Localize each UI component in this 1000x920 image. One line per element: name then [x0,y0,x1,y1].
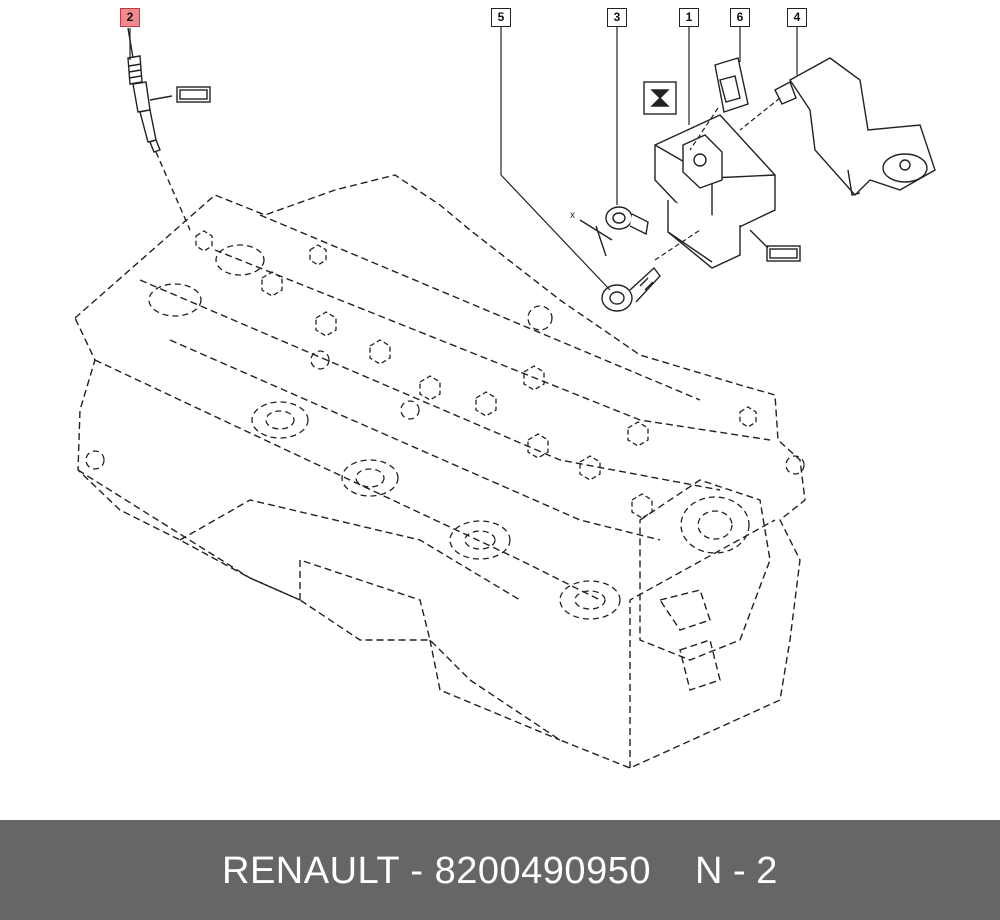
part-title: RENAULT - 8200490950 [222,850,651,892]
callout-2[interactable]: 2 [120,8,140,27]
axis-x-mark: x [570,210,575,221]
torque-label-box-left [176,86,211,103]
mounting-bracket [714,57,936,197]
cap-bolts [195,230,757,519]
glow-plug [127,27,211,231]
diagram-code: N - 2 [695,850,778,892]
leader-lines [129,26,798,291]
callout-1[interactable]: 1 [679,8,699,27]
footer-bar: RENAULT - 8200490950 N - 2 [0,820,1000,920]
cylinder-head-outline [74,174,806,769]
callout-6[interactable]: 6 [730,8,750,27]
diagram-drawing: x [74,26,936,769]
callout-3[interactable]: 3 [607,8,627,27]
parts-diagram: x 2 5 3 1 6 4 [74,8,936,769]
callout-5[interactable]: 5 [491,8,511,27]
valve-seats [85,244,805,620]
torque-label-box-right [766,245,801,262]
callout-4[interactable]: 4 [787,8,807,27]
control-unit [643,81,801,269]
fasteners [579,206,661,312]
